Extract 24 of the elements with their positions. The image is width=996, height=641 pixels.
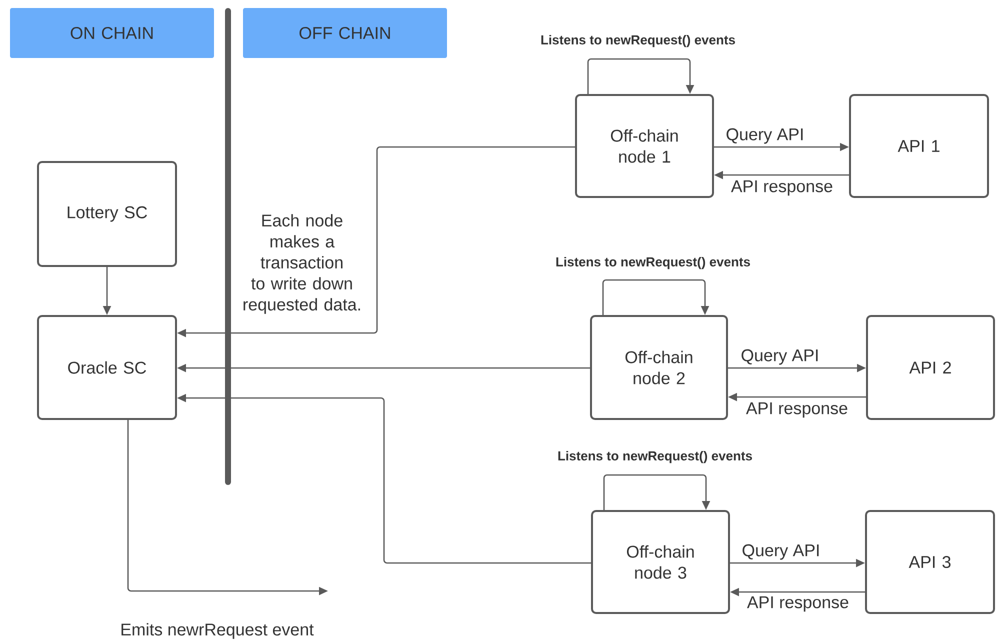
process-box: Lottery SC <box>37 161 177 267</box>
edge-label: Query API <box>742 544 819 560</box>
zone-header: ON CHAIN <box>10 8 214 58</box>
process-box: API 1 <box>849 94 989 198</box>
edge-label: Listens to newRequest() events <box>556 256 750 270</box>
loop-arrow <box>587 58 694 94</box>
loop-arrow <box>603 474 710 510</box>
edge-label: Query API <box>726 128 803 144</box>
edge-label: Each node makes a transaction to write down requested data. <box>236 213 368 315</box>
edge-label: API response <box>747 596 848 612</box>
process-box: API 2 <box>866 315 995 420</box>
process-box: Off-chain node 3 <box>591 510 730 614</box>
process-box: API 3 <box>865 510 995 614</box>
loop-arrow <box>602 279 710 315</box>
edge-label: Query API <box>742 349 818 365</box>
process-box: Oracle SC <box>37 315 177 420</box>
edge-label: Listens to newRequest() events <box>558 450 752 464</box>
edge-label: API response <box>731 180 832 196</box>
edge-label: Listens to newRequest() events <box>541 34 735 48</box>
edge-label: API response <box>746 402 848 418</box>
process-box: Off-chain node 1 <box>575 94 714 198</box>
process-box: Off-chain node 2 <box>590 315 728 420</box>
edge-label: Emits newrRequest event <box>122 623 314 639</box>
zone-header: OFF CHAIN <box>243 8 447 58</box>
